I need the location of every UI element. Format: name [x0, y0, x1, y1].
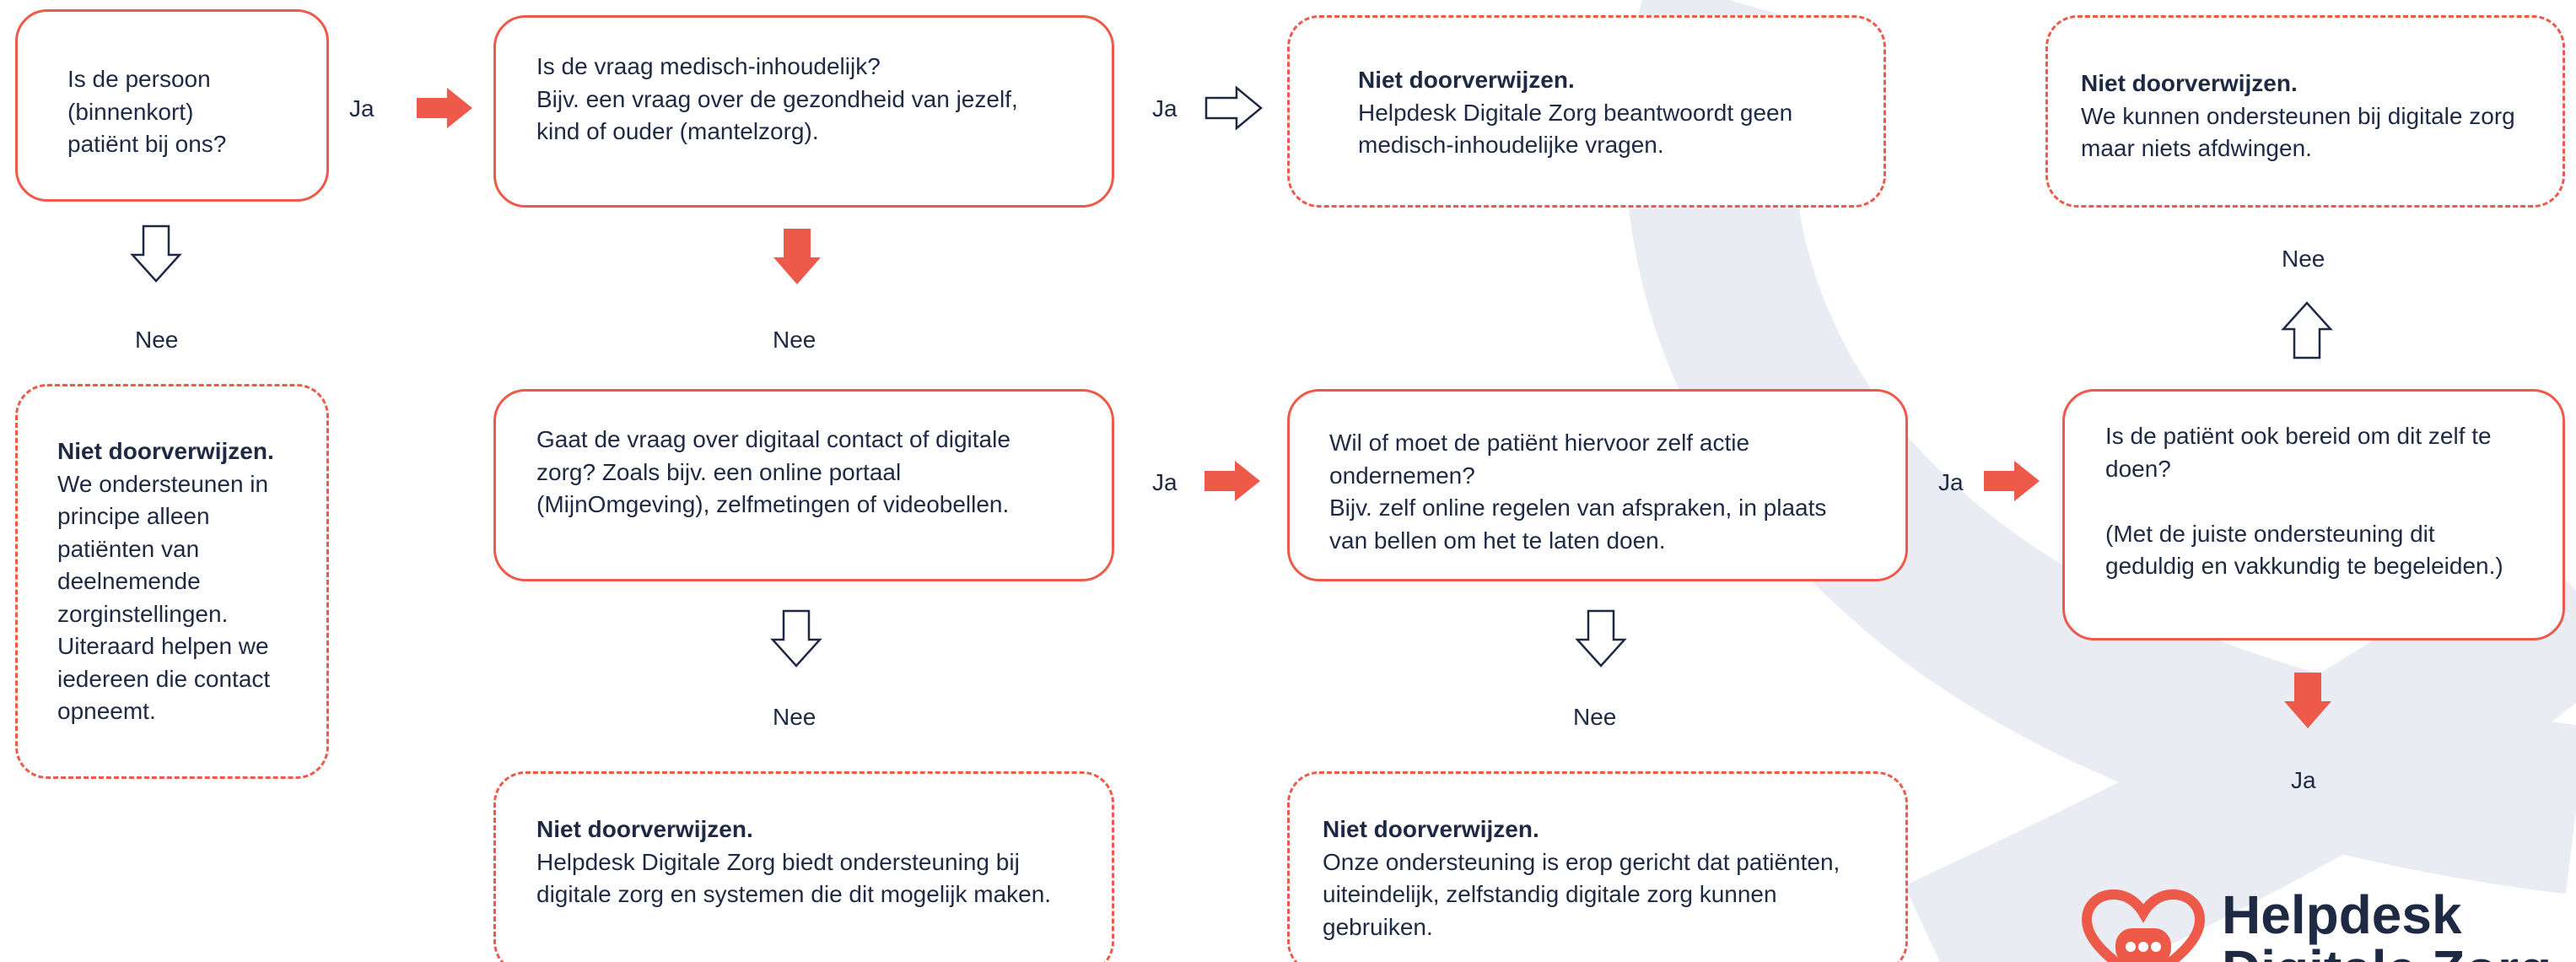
arrow-down-filled-icon	[773, 229, 821, 284]
question-text-willing: Is de patiënt ook bereid om dit zelf te …	[2105, 423, 2503, 579]
logo-text-line2: Digitale Zorg	[2222, 942, 2552, 962]
heart-logo-icon	[2081, 889, 2206, 962]
edge-label-q1-no: Nee	[135, 327, 179, 353]
arrow-right-filled-icon	[1204, 461, 1260, 501]
question-box-patient	[15, 9, 329, 202]
question-text-medical: Is de vraag medisch-inhoudelijk? Bijv. e…	[536, 53, 1018, 144]
edge-label-q4-yes: Ja	[1938, 469, 1964, 495]
question-box-action	[1287, 389, 1908, 581]
edge-label-q2-yes: Ja	[1152, 95, 1178, 122]
outcome-text-medical: Niet doorverwijzen. Helpdesk Digitale Zo…	[1358, 67, 1793, 158]
outcome-box-digital	[493, 771, 1114, 962]
edge-label-q2-no: Nee	[773, 327, 816, 353]
outcome-text-not-participating: Niet doorverwijzen. We ondersteunen in p…	[57, 438, 274, 724]
outcome-text-digital: Niet doorverwijzen. Helpdesk Digitale Zo…	[536, 816, 1052, 907]
question-box-digital	[493, 389, 1114, 581]
outcome-box-action	[1287, 771, 1908, 962]
question-text-action: Wil of moet de patiënt hiervoor zelf act…	[1329, 430, 1827, 554]
arrow-down-outline-icon	[1575, 609, 1627, 667]
outcome-box-willing	[2045, 15, 2565, 208]
arrow-down-filled-icon	[2284, 673, 2331, 728]
outcome-text-willing: Niet doorverwijzen. We kunnen ondersteun…	[2081, 70, 2515, 161]
arrow-up-outline-icon	[2281, 301, 2333, 359]
arrow-right-filled-icon	[417, 88, 472, 128]
edge-label-q5-yes: Ja	[2291, 767, 2316, 793]
edge-label-q4-no: Nee	[1573, 704, 1617, 730]
arrow-right-outline-icon	[1204, 85, 1263, 131]
edge-label-q3-yes: Ja	[1152, 469, 1178, 495]
question-text-patient: Is de persoon (binnenkort) patiënt bij o…	[67, 66, 227, 157]
arrow-down-outline-icon	[130, 224, 182, 283]
outcome-box-not-participating	[15, 384, 329, 779]
edge-label-q5-no: Nee	[2282, 246, 2325, 272]
edge-label-q3-no: Nee	[773, 704, 816, 730]
question-box-medical	[493, 15, 1114, 208]
outcome-text-action: Niet doorverwijzen. Onze ondersteuning i…	[1323, 816, 1840, 940]
logo-text-line1: Helpdesk	[2222, 884, 2462, 945]
question-text-digital: Gaat de vraag over digitaal contact of d…	[536, 426, 1010, 517]
arrow-down-outline-icon	[770, 609, 822, 667]
edge-label-q1-yes: Ja	[349, 95, 375, 122]
outcome-box-medical	[1287, 15, 1886, 208]
arrow-right-filled-icon	[1984, 461, 2040, 501]
question-box-willing	[2062, 389, 2565, 640]
